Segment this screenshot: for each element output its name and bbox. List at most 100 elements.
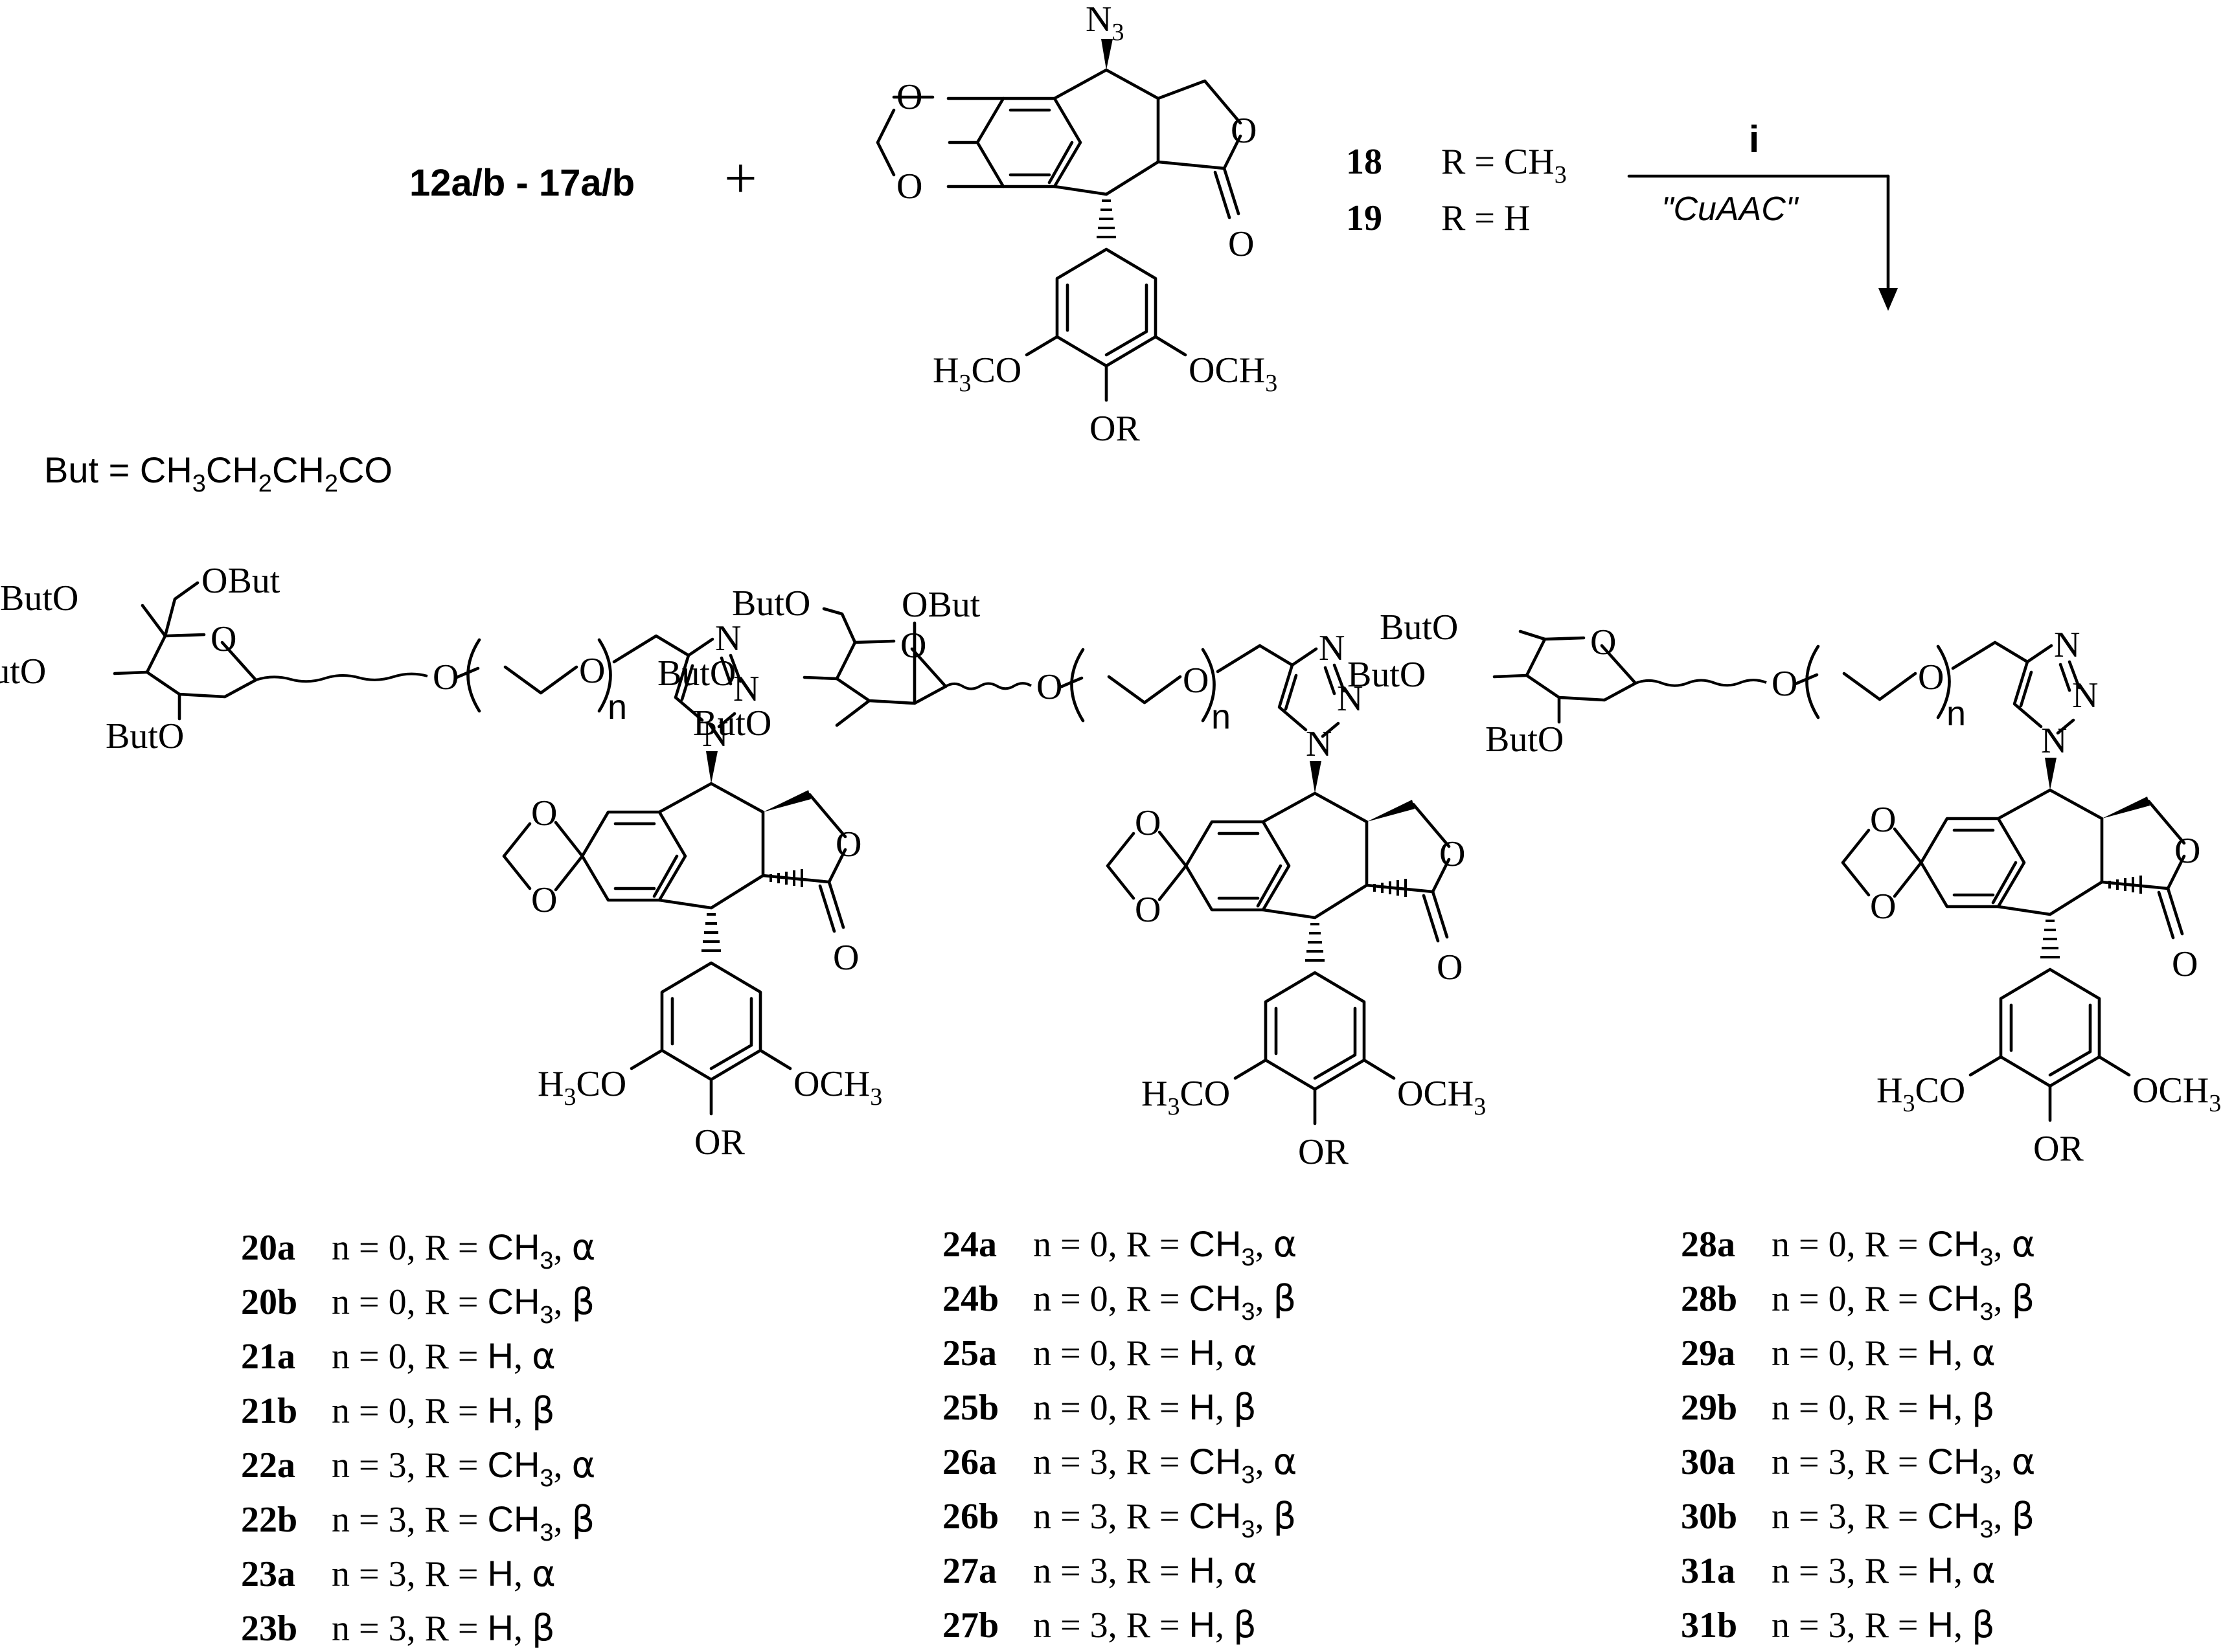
carbonyl-o: O bbox=[2172, 944, 2198, 984]
compound-spec: n = 0, R = CH3, β bbox=[332, 1281, 595, 1329]
triazole-n3: N bbox=[715, 618, 741, 659]
lactone-ring-o: O bbox=[1439, 834, 1465, 874]
compound-spec: n = 3, R = CH3, α bbox=[332, 1444, 595, 1492]
compound-id: 28b bbox=[1681, 1279, 1737, 1319]
sugar-obut-3: ButO bbox=[0, 651, 46, 692]
compound-id: 23a bbox=[241, 1554, 295, 1594]
hash-bond-aryl bbox=[1097, 199, 1116, 238]
methoxy-left: H3CO bbox=[1141, 1074, 1230, 1120]
sugar-obut-6: ButO bbox=[732, 583, 810, 624]
sugar-obut-4: ButO bbox=[0, 578, 78, 618]
compound-spec: n = 3, R = CH3, β bbox=[332, 1499, 595, 1546]
azide-podophyllotoxin-structure: O O O O N3 H3CO OCH3 OR bbox=[876, 0, 1277, 449]
compound-spec: n = 3, R = CH3, β bbox=[1772, 1495, 2035, 1543]
carbonyl-o: O bbox=[833, 938, 859, 978]
dioxole-o-top: O bbox=[896, 77, 922, 117]
methoxy-left: H3CO bbox=[933, 350, 1021, 397]
linker-o: O bbox=[1918, 657, 1944, 697]
azide-group: N3 bbox=[1086, 0, 1124, 46]
sugar-obut-6: OBut bbox=[201, 561, 280, 601]
compound-spec: n = 0, R = CH3, β bbox=[1033, 1278, 1296, 1326]
dioxole-o-top: O bbox=[531, 793, 557, 833]
glycosidic-o: O bbox=[433, 657, 459, 697]
methoxy-right: OCH3 bbox=[793, 1064, 882, 1111]
sugar-obut-2: OBut bbox=[902, 585, 981, 625]
or-group: OR bbox=[2033, 1129, 2084, 1169]
compound-id: 24a bbox=[942, 1225, 997, 1265]
compound-id: 28a bbox=[1681, 1225, 1735, 1265]
or-group: OR bbox=[694, 1122, 745, 1162]
compound-spec: n = 0, R = H, α bbox=[1033, 1332, 1257, 1374]
reactant-label: 12a/b - 17a/b bbox=[409, 162, 635, 204]
reaction-arrow bbox=[1627, 174, 1898, 311]
compound-id: 30a bbox=[1681, 1442, 1735, 1482]
or-group: OR bbox=[1298, 1132, 1349, 1172]
repeat-n: n bbox=[1211, 697, 1231, 736]
compound-id: 31a bbox=[1681, 1551, 1735, 1591]
compound-spec: n = 3, R = H, α bbox=[332, 1553, 556, 1595]
compound-id: 23b bbox=[241, 1609, 297, 1649]
compound-id: 21b bbox=[241, 1391, 297, 1431]
sugar-obut-2: ButO bbox=[1485, 719, 1564, 760]
compound-spec: n = 0, R = H, β bbox=[332, 1390, 555, 1432]
product-structure-galacto: OOOOH3COOCH3OROOButButOButOButONNNOnO bbox=[0, 561, 882, 1162]
r-def-19-text: R = H bbox=[1441, 198, 1530, 238]
compound-spec: n = 0, R = H, α bbox=[332, 1335, 556, 1377]
reaction-condition: "CuAAC" bbox=[1661, 190, 1799, 228]
compound-row: 29b n = 0, R = H, β bbox=[1681, 1386, 1995, 1429]
lactone-ring-o: O bbox=[836, 824, 861, 865]
compound-row: 21b n = 0, R = H, β bbox=[241, 1390, 555, 1432]
hash-bond bbox=[701, 869, 803, 952]
carbonyl-o: O bbox=[1228, 224, 1254, 264]
compound-spec: n = 3, R = H, β bbox=[332, 1607, 555, 1649]
methoxy-right: OCH3 bbox=[1397, 1074, 1486, 1120]
hash-bond bbox=[1305, 879, 1407, 962]
linker-o: O bbox=[579, 651, 605, 691]
sugar-obut-2: ButO bbox=[106, 716, 184, 756]
or-group: OR bbox=[1089, 409, 1140, 449]
compound-id: 27b bbox=[942, 1605, 999, 1646]
compound-id: 25b bbox=[942, 1388, 999, 1428]
hash-bond bbox=[2040, 876, 2142, 958]
compound-row: 20b n = 0, R = CH3, β bbox=[241, 1281, 595, 1329]
compound-row: 22a n = 3, R = CH3, α bbox=[241, 1444, 595, 1492]
dioxole-o-bottom: O bbox=[531, 880, 557, 920]
compound-id: 22a bbox=[241, 1445, 295, 1486]
compound-spec: n = 0, R = CH3, α bbox=[332, 1227, 595, 1274]
compound-id: 29b bbox=[1681, 1388, 1737, 1428]
sugar-obut-4: ButO bbox=[657, 653, 736, 694]
methoxy-left: H3CO bbox=[538, 1064, 626, 1111]
compound-row: 30b n = 3, R = CH3, β bbox=[1681, 1495, 2035, 1543]
glycosidic-o: O bbox=[1036, 667, 1062, 707]
pyranose-o: O bbox=[1590, 622, 1616, 662]
compound-spec: n = 0, R = H, β bbox=[1772, 1386, 1995, 1429]
compound-row: 28b n = 0, R = CH3, β bbox=[1681, 1278, 2035, 1326]
linker-o: O bbox=[1183, 661, 1209, 701]
compound-spec: n = 0, R = CH3, β bbox=[1772, 1278, 2035, 1326]
compound-spec: n = 0, R = H, β bbox=[1033, 1386, 1257, 1429]
compound-id: 20b bbox=[241, 1282, 297, 1322]
compound-id: 30b bbox=[1681, 1497, 1737, 1537]
dioxole-o-bottom: O bbox=[1135, 890, 1161, 930]
compound-id: 24b bbox=[942, 1279, 999, 1319]
methoxy-right: OCH3 bbox=[2132, 1070, 2221, 1117]
compound-spec: n = 3, R = H, α bbox=[1033, 1550, 1257, 1592]
carbonyl-o: O bbox=[1437, 947, 1463, 988]
lactone-ring-o: O bbox=[2174, 831, 2200, 871]
repeat-n: n bbox=[1946, 694, 1966, 733]
compound-spec: n = 3, R = CH3, β bbox=[1033, 1495, 1296, 1543]
compound-id: 29a bbox=[1681, 1333, 1735, 1374]
